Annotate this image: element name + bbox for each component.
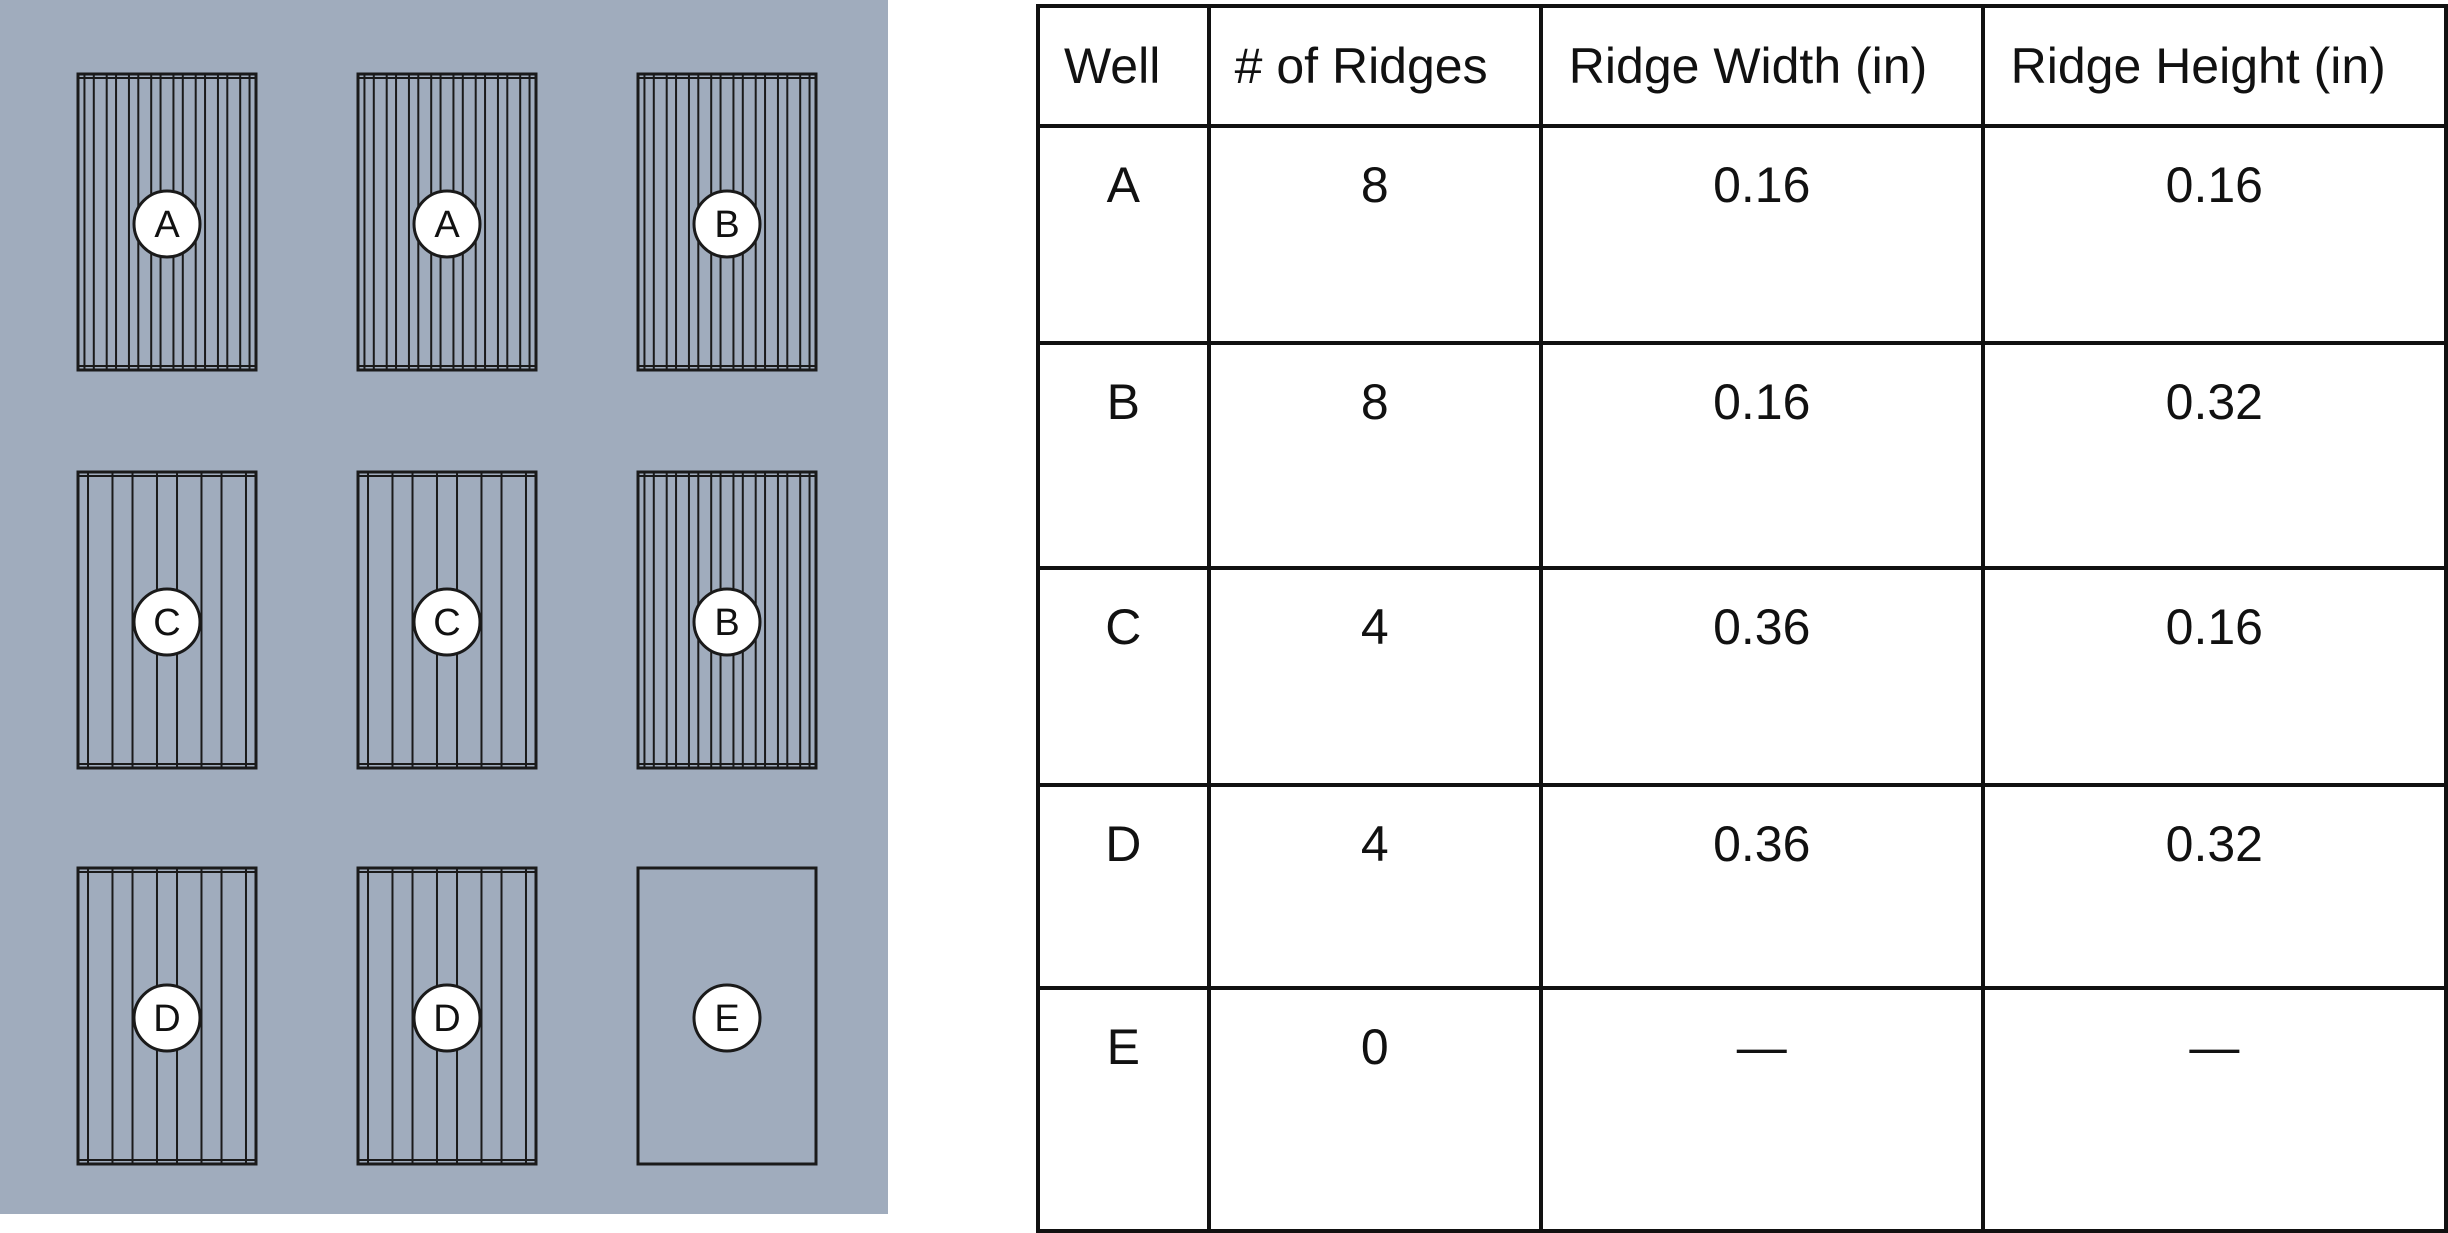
cell-ridge-width: —: [1538, 986, 1985, 1233]
well-badge: [412, 189, 482, 259]
well-a: A: [76, 72, 258, 372]
well-badge: [412, 983, 482, 1053]
well-label: A: [154, 204, 180, 246]
cell-ridge-height: 0.32: [1980, 783, 2448, 990]
cell-ridges: 8: [1206, 341, 1543, 570]
table-header-row: Well # of Ridges Ridge Width (in) Ridge …: [1036, 4, 2448, 128]
well-badge: [412, 587, 482, 657]
well-label: D: [433, 998, 460, 1040]
cell-ridges: 8: [1206, 124, 1543, 345]
well-badge: [132, 983, 202, 1053]
well-label: E: [714, 998, 739, 1040]
cell-ridge-width: 0.36: [1538, 783, 1985, 990]
well-badge: [692, 983, 762, 1053]
cell-ridge-width: 0.16: [1538, 341, 1985, 570]
ridge: [799, 472, 811, 768]
well-b: B: [636, 72, 818, 372]
ridge: [220, 868, 247, 1164]
cell-ridges: 4: [1206, 566, 1543, 787]
ridge: [519, 74, 531, 370]
table-row: B 8 0.16 0.32: [1036, 341, 2448, 570]
ridge: [239, 74, 251, 370]
well-label: C: [153, 602, 180, 644]
ridge-table-container: Well # of Ridges Ridge Width (in) Ridge …: [1036, 4, 2448, 1233]
well-label: B: [714, 204, 739, 246]
header-ridges: # of Ridges: [1206, 4, 1543, 128]
ridge-table: Well # of Ridges Ridge Width (in) Ridge …: [1036, 4, 2448, 1233]
ridge: [665, 472, 678, 768]
well-label: D: [153, 998, 180, 1040]
header-ridge-width: Ridge Width (in): [1538, 4, 1985, 128]
header-ridge-height: Ridge Height (in): [1980, 4, 2448, 128]
ridge: [216, 74, 229, 370]
cell-well: B: [1036, 341, 1211, 570]
ridge: [220, 472, 247, 768]
ridge: [367, 868, 394, 1164]
table-row: D 4 0.36 0.32: [1036, 783, 2448, 990]
ridge: [105, 74, 118, 370]
cell-ridges: 0: [1206, 986, 1543, 1233]
well-badge: [132, 189, 202, 259]
cell-ridges: 4: [1206, 783, 1543, 990]
header-well: Well: [1036, 4, 1211, 128]
ridge: [643, 472, 655, 768]
table-row: C 4 0.36 0.16: [1036, 566, 2448, 787]
well-b: B: [636, 470, 818, 770]
cell-ridge-height: —: [1980, 986, 2448, 1233]
ridge: [776, 472, 789, 768]
ridge: [385, 74, 398, 370]
well-e: E: [636, 866, 818, 1166]
ridge: [799, 74, 811, 370]
cell-ridge-width: 0.16: [1538, 124, 1985, 345]
wells-panel: A A B C C B D D E: [0, 0, 888, 1214]
cell-well: C: [1036, 566, 1211, 787]
well-label: A: [434, 204, 460, 246]
cell-ridge-height: 0.16: [1980, 124, 2448, 345]
cell-well: A: [1036, 124, 1211, 345]
well-a: A: [356, 72, 538, 372]
ridge: [665, 74, 678, 370]
ridge: [367, 472, 394, 768]
well-badge: [692, 587, 762, 657]
ridge: [83, 74, 95, 370]
cell-ridge-width: 0.36: [1538, 566, 1985, 787]
ridge: [776, 74, 789, 370]
ridge: [496, 74, 509, 370]
table-row: A 8 0.16 0.16: [1036, 124, 2448, 345]
table-row: E 0 — —: [1036, 986, 2448, 1233]
well-c: C: [76, 470, 258, 770]
well-label: C: [433, 602, 460, 644]
well-d: D: [356, 866, 538, 1166]
well-label: B: [714, 602, 739, 644]
cell-well: D: [1036, 783, 1211, 990]
well-d: D: [76, 866, 258, 1166]
ridge: [500, 868, 527, 1164]
ridge: [500, 472, 527, 768]
well-badge: [692, 189, 762, 259]
cell-ridge-height: 0.16: [1980, 566, 2448, 787]
ridge: [87, 472, 114, 768]
well-badge: [132, 587, 202, 657]
ridge: [363, 74, 375, 370]
cell-ridge-height: 0.32: [1980, 341, 2448, 570]
wells-diagram: A A B C C B D D E: [76, 72, 818, 1166]
well-c: C: [356, 470, 538, 770]
ridge: [643, 74, 655, 370]
ridge: [87, 868, 114, 1164]
cell-well: E: [1036, 986, 1211, 1233]
